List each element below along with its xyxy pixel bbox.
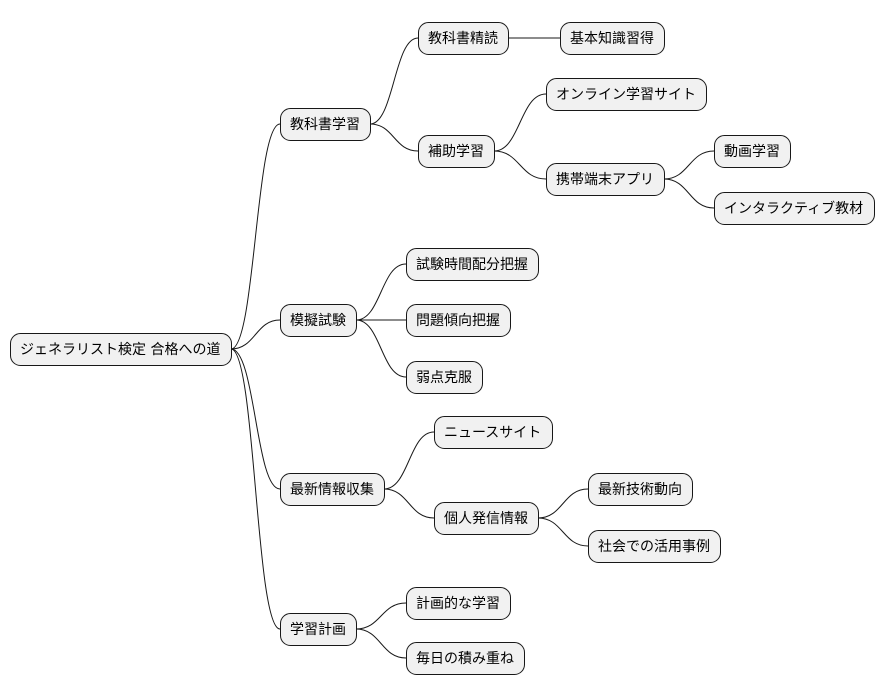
node-box xyxy=(280,108,371,141)
node-box xyxy=(546,163,665,196)
node-box xyxy=(418,22,509,55)
node-label: 最新情報収集 xyxy=(290,481,374,498)
edge-root-study-plan xyxy=(230,348,281,630)
edge-supplementary-mobile-app xyxy=(493,150,547,180)
node-box xyxy=(588,530,721,563)
node-box xyxy=(588,473,693,506)
node-planned-study: 計画的な学習 xyxy=(406,587,511,620)
node-label: 動画学習 xyxy=(724,144,780,160)
node-box xyxy=(560,22,665,55)
node-label: 携帯端末アプリ xyxy=(556,172,654,188)
edge-mobile-app-video xyxy=(663,150,715,180)
node-mobile-app: 携帯端末アプリ xyxy=(546,163,665,196)
node-box xyxy=(280,473,385,506)
node-box xyxy=(434,416,553,449)
node-mock-exam: 模擬試験 xyxy=(280,304,357,337)
edge-mock-exam-time-allocation xyxy=(355,263,407,321)
node-root: ジェネラリスト検定 合格への道 xyxy=(10,333,232,366)
edge-root-news-gathering xyxy=(230,348,281,490)
node-label: 個人発信情報 xyxy=(444,511,528,527)
node-box xyxy=(10,333,232,366)
node-news-site: ニュースサイト xyxy=(434,416,553,449)
node-label: 学習計画 xyxy=(290,622,346,638)
node-daily-accumulation: 毎日の積み重ね xyxy=(406,642,525,675)
edge-personal-info-tech-trends xyxy=(537,488,589,519)
edge-study-plan-planned-study xyxy=(355,602,407,630)
node-box xyxy=(714,192,875,225)
node-label: インタラクティブ教材 xyxy=(724,200,863,217)
mindmap-edges xyxy=(230,37,715,659)
edge-study-plan-daily-accumulation xyxy=(355,628,407,659)
node-box xyxy=(406,587,511,620)
node-study-plan: 学習計画 xyxy=(280,613,357,646)
node-label: 弱点克服 xyxy=(416,370,472,386)
node-tech-trends: 最新技術動向 xyxy=(588,473,693,506)
node-label: 試験時間配分把握 xyxy=(416,257,528,273)
node-textbook: 教科書学習 xyxy=(280,108,371,141)
edge-mock-exam-weakness xyxy=(355,319,407,378)
edge-mobile-app-interactive xyxy=(663,178,715,209)
node-label: 最新技術動向 xyxy=(598,482,682,498)
edge-textbook-supplementary xyxy=(369,123,419,152)
edge-supplementary-online-site xyxy=(493,93,547,152)
node-box xyxy=(406,642,525,675)
edge-personal-info-use-cases xyxy=(537,517,589,547)
edge-textbook-textbook-reading xyxy=(369,37,419,125)
node-supplementary: 補助学習 xyxy=(418,135,495,168)
node-time-allocation: 試験時間配分把握 xyxy=(406,248,539,281)
node-box xyxy=(546,78,707,111)
node-label: 模擬試験 xyxy=(290,313,346,329)
node-interactive: インタラクティブ教材 xyxy=(714,192,875,225)
node-box xyxy=(406,304,511,337)
node-weakness: 弱点克服 xyxy=(406,361,483,394)
edge-news-gathering-news-site xyxy=(383,431,435,490)
node-label: 基本知識習得 xyxy=(570,30,654,47)
node-question-trends: 問題傾向把握 xyxy=(406,304,511,337)
node-label: 社会での活用事例 xyxy=(598,539,710,555)
node-video: 動画学習 xyxy=(714,135,791,168)
node-use-cases: 社会での活用事例 xyxy=(588,530,721,563)
node-box xyxy=(280,613,357,646)
node-news-gathering: 最新情報収集 xyxy=(280,473,385,506)
node-basic-knowledge: 基本知識習得 xyxy=(560,22,665,55)
node-box xyxy=(406,361,483,394)
node-online-site: オンライン学習サイト xyxy=(546,78,707,111)
node-box xyxy=(418,135,495,168)
node-label: 教科書精読 xyxy=(428,30,498,47)
node-box xyxy=(434,502,539,535)
edge-root-mock-exam xyxy=(230,319,281,350)
node-label: 問題傾向把握 xyxy=(416,313,500,329)
node-textbook-reading: 教科書精読 xyxy=(418,22,509,55)
edge-root-textbook xyxy=(230,123,281,350)
node-personal-info: 個人発信情報 xyxy=(434,502,539,535)
node-label: オンライン学習サイト xyxy=(556,87,696,103)
node-label: ニュースサイト xyxy=(444,425,541,441)
node-label: 計画的な学習 xyxy=(416,596,500,612)
node-label: ジェネラリスト検定 合格への道 xyxy=(20,342,220,358)
node-box xyxy=(714,135,791,168)
node-label: 教科書学習 xyxy=(290,117,360,133)
node-box xyxy=(280,304,357,337)
node-label: 補助学習 xyxy=(428,144,484,160)
node-label: 毎日の積み重ね xyxy=(416,651,514,667)
node-box xyxy=(406,248,539,281)
edge-news-gathering-personal-info xyxy=(383,488,435,519)
